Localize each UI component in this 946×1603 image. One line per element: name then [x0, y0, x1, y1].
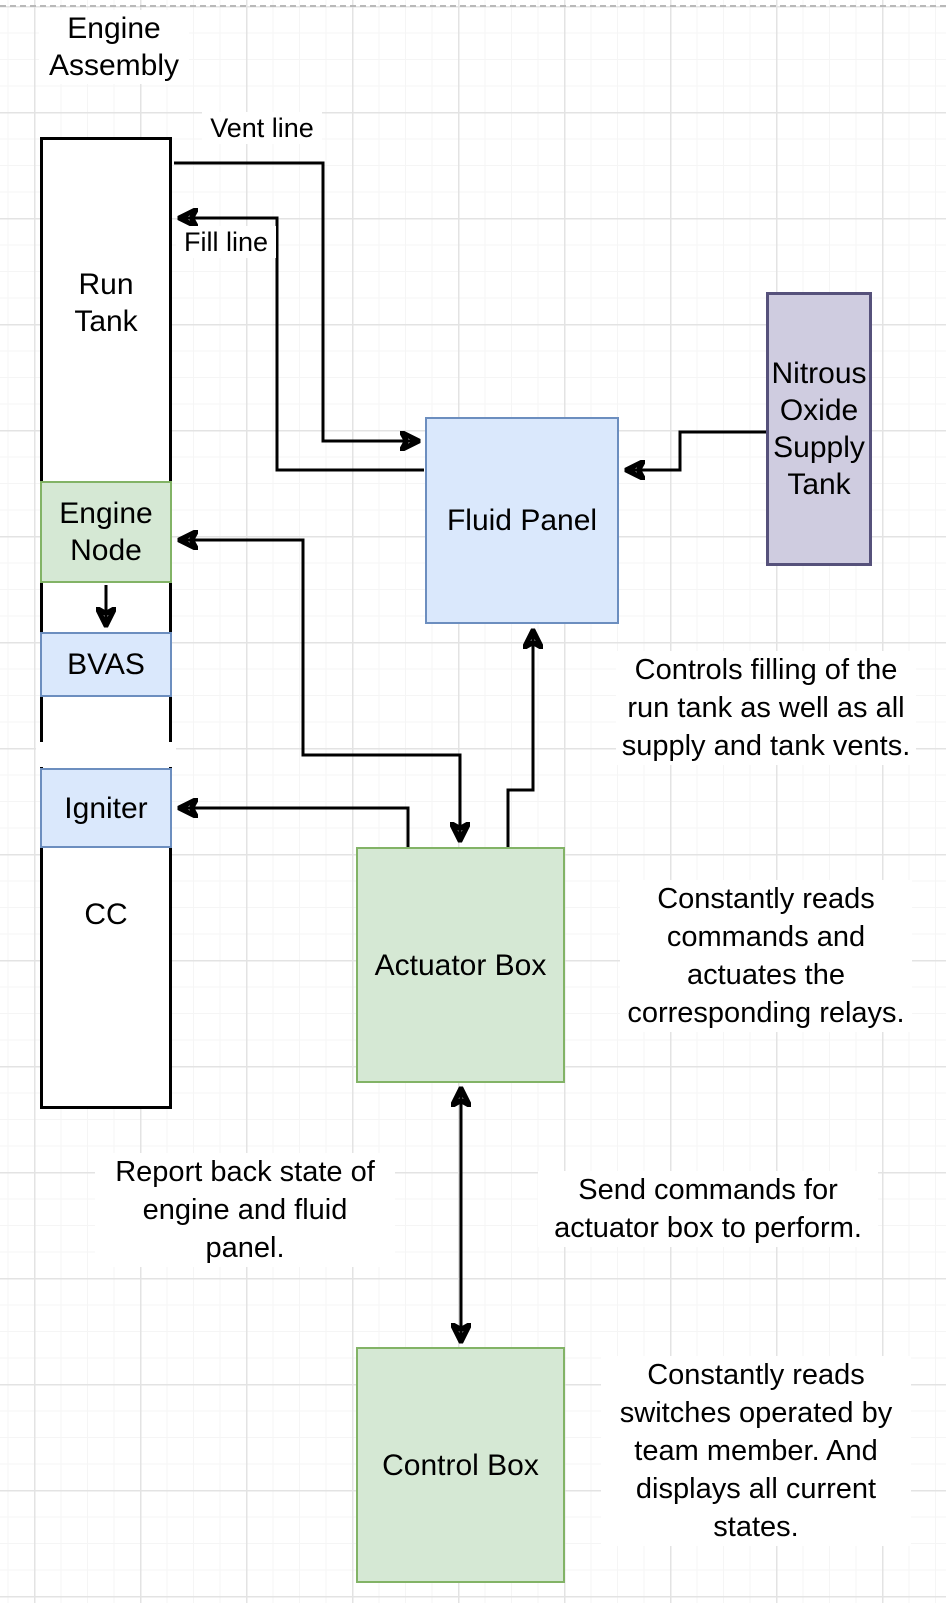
cc-label: CC [84, 898, 128, 931]
send-commands-note[interactable]: Send commands for actuator box to perfor… [538, 1171, 878, 1247]
nitrous-oxide-supply-tank-label: Nitrous Oxide Supply Tank [771, 357, 867, 501]
igniter-shape[interactable]: Igniter [40, 768, 172, 848]
control-box-note[interactable]: Constantly reads switches operated by te… [601, 1356, 911, 1546]
control-box-shape[interactable]: Control Box [356, 1347, 565, 1583]
engine-node-shape[interactable]: Engine Node [40, 481, 172, 583]
vent-line-connector[interactable] [174, 161, 417, 441]
vent-line-label[interactable]: Vent line [202, 112, 322, 144]
nitrous-to-fluid-panel-connector[interactable] [628, 430, 766, 470]
fluid-panel-note[interactable]: Controls filling of the run tank as well… [616, 651, 916, 765]
page-boundary-dashed-line [0, 5, 946, 7]
actuator-box-shape[interactable]: Actuator Box [356, 847, 565, 1083]
actuator-box-label: Actuator Box [374, 948, 547, 982]
container-break-gap [36, 742, 176, 767]
actuator-to-igniter-connector[interactable] [181, 808, 410, 847]
diagram-title[interactable]: Engine Assembly [39, 10, 189, 84]
control-box-label: Control Box [382, 1448, 539, 1482]
engine-node-label: Engine Node [59, 497, 153, 567]
actuator-to-engine-node-connector[interactable] [181, 540, 460, 839]
bvas-shape[interactable]: BVAS [40, 632, 172, 697]
actuator-to-fluid-panel-connector[interactable] [506, 632, 533, 847]
run-tank-label: Run Tank [74, 268, 138, 338]
fill-line-connector[interactable] [181, 218, 424, 472]
igniter-label: Igniter [64, 791, 148, 825]
nitrous-oxide-supply-tank-shape[interactable]: Nitrous Oxide Supply Tank [766, 292, 872, 566]
fill-line-label[interactable]: Fill line [176, 226, 276, 258]
bvas-label: BVAS [67, 648, 145, 681]
actuator-box-note[interactable]: Constantly reads commands and actuates t… [620, 880, 912, 1032]
report-state-note[interactable]: Report back state of engine and fluid pa… [95, 1153, 395, 1267]
